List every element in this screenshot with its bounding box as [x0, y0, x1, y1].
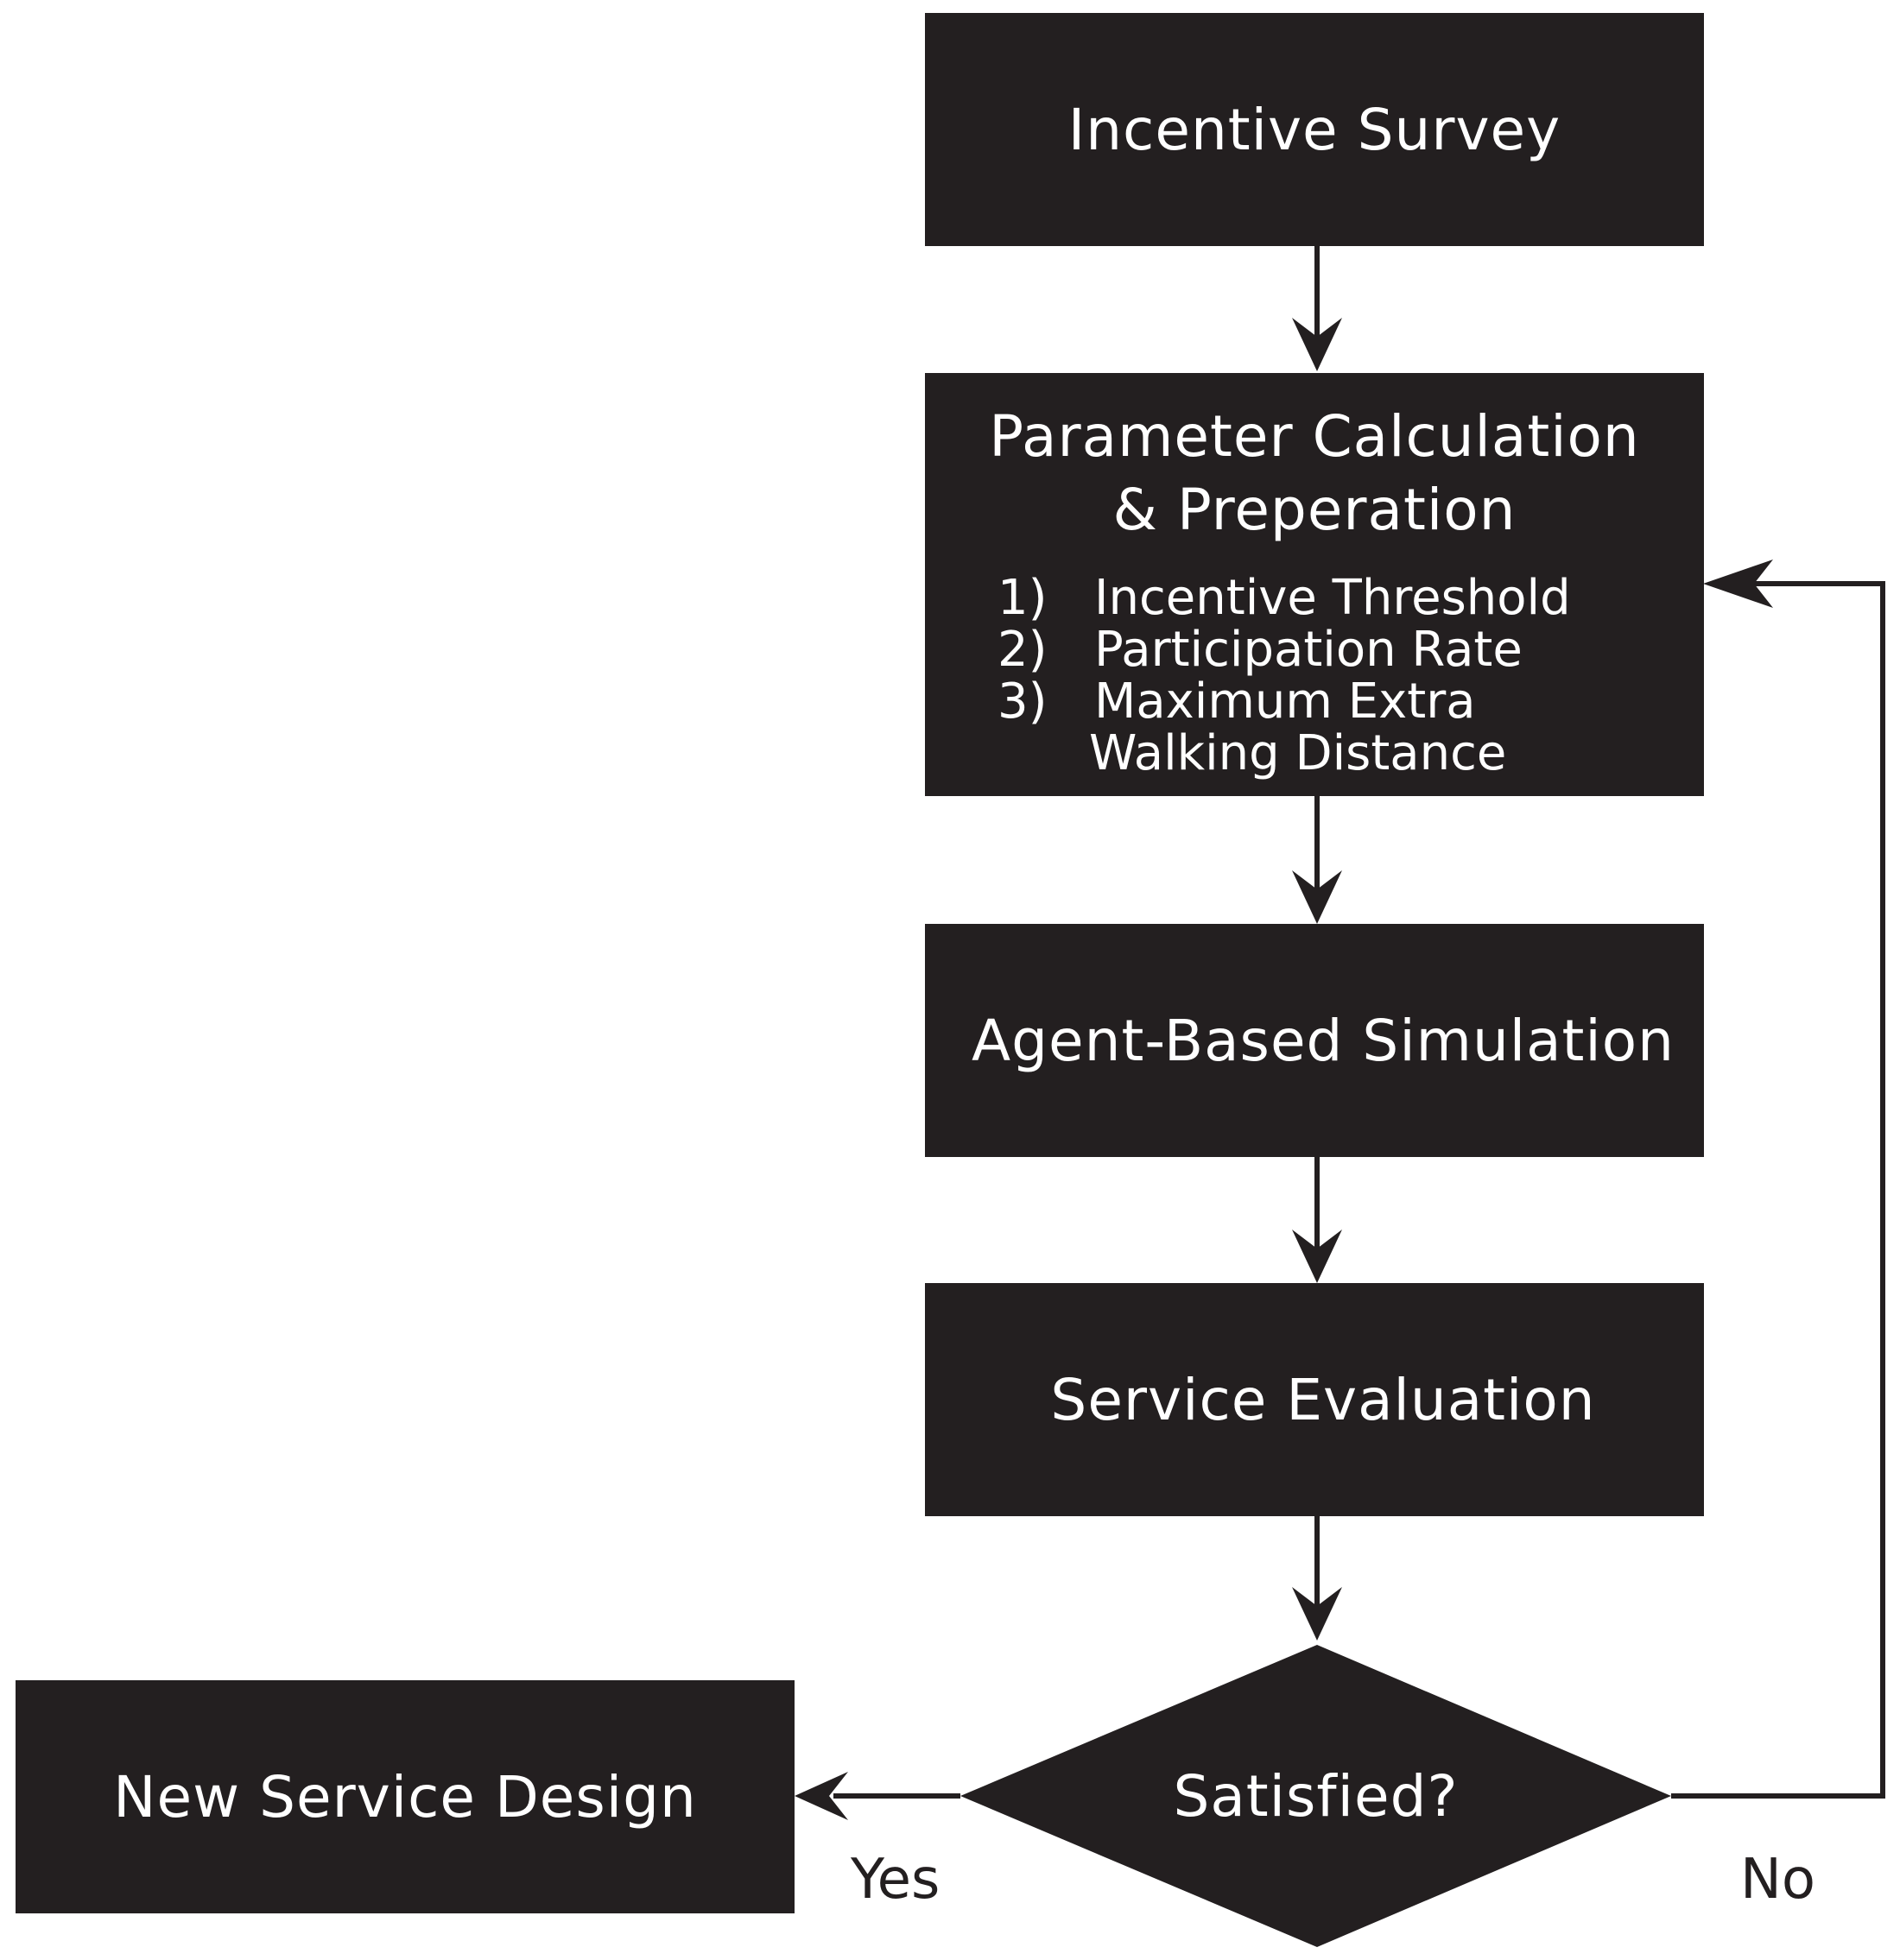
parameter-item-1-number: 1) — [998, 570, 1048, 626]
new-service-design-node: New Service Design — [16, 1680, 795, 1913]
incentive-survey-node: Incentive Survey — [925, 13, 1704, 246]
arrowhead-simulation — [1292, 870, 1342, 924]
parameter-item-3-number: 3) — [998, 673, 1048, 730]
new-service-design-label: New Service Design — [113, 1763, 697, 1830]
parameter-calculation-node: Parameter Calculation & Preperation 1) I… — [925, 373, 1704, 796]
parameter-item-3-text: Maximum Extra — [1094, 673, 1476, 730]
arrowhead-new-design — [795, 1772, 848, 1820]
service-evaluation-label: Service Evaluation — [1050, 1366, 1596, 1433]
decision-diamond-shape — [960, 1645, 1671, 1947]
arrow-no-loop — [1671, 581, 1885, 1799]
service-evaluation-node: Service Evaluation — [925, 1283, 1704, 1516]
agent-based-simulation-node: Agent-Based Simulation — [925, 924, 1704, 1157]
arrowhead-no-loop — [1703, 560, 1773, 608]
arrowhead-evaluation — [1292, 1230, 1342, 1283]
edge-label-no: No — [1740, 1848, 1816, 1912]
parameter-item-2-number: 2) — [998, 622, 1048, 678]
incentive-survey-label: Incentive Survey — [1067, 96, 1561, 163]
parameter-title-line-2: & Preperation — [1112, 477, 1517, 543]
decision-node: Satisfied? — [960, 1753, 1671, 1839]
agent-based-simulation-label: Agent-Based Simulation — [972, 1007, 1675, 1074]
parameter-item-2-text: Participation Rate — [1094, 622, 1523, 678]
arrowhead-params — [1292, 318, 1342, 371]
edge-label-yes: Yes — [851, 1848, 940, 1912]
parameter-item-1-text: Incentive Threshold — [1094, 570, 1571, 626]
arrowhead-decision — [1292, 1587, 1342, 1641]
parameter-title-line-1: Parameter Calculation — [989, 403, 1640, 470]
parameter-item-3-continuation: Walking Distance — [1089, 725, 1507, 781]
decision-label: Satisfied? — [1173, 1762, 1459, 1830]
